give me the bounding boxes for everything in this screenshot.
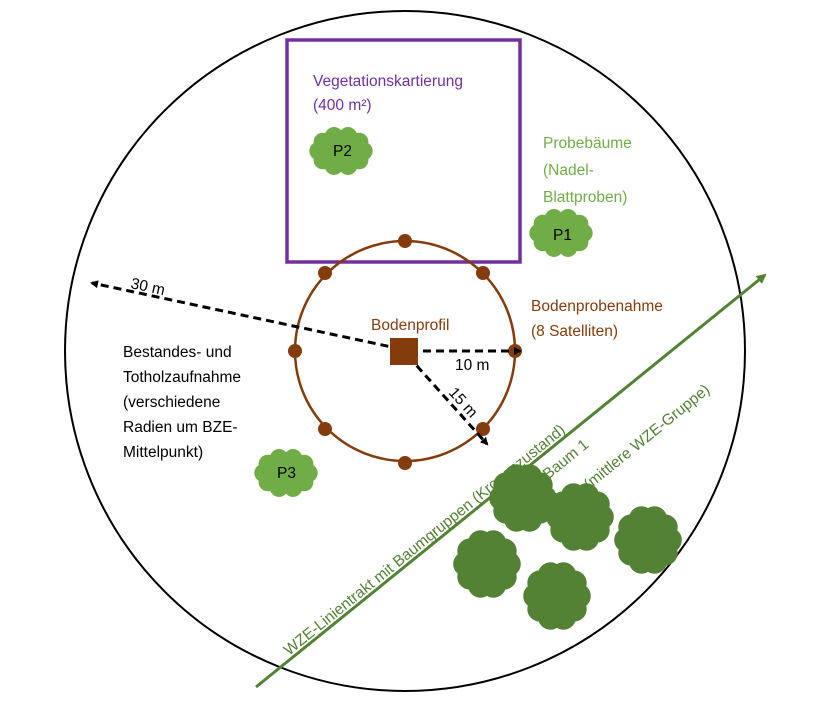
- wze-gruppe-label: (mittlere WZE-Gruppe): [581, 381, 714, 493]
- bestand-label-line5: Mittelpunkt): [123, 444, 203, 461]
- bodenprofil-label: Bodenprofil: [371, 317, 449, 334]
- soil-satellites: [288, 234, 522, 470]
- soil-satellite-icon: [318, 422, 332, 436]
- soil-profile-icon: [390, 338, 418, 365]
- bestand-label-line4: Radien um BZE-: [123, 419, 238, 436]
- vegetation-square: [285, 38, 522, 264]
- soil-satellite-icon: [398, 456, 412, 470]
- tree-crown-icon: [529, 209, 593, 257]
- vegetation-label-line1: Vegetationskartierung: [313, 73, 463, 90]
- tree-crown-icon: [546, 483, 614, 551]
- outer-plot-circle: [64, 10, 746, 692]
- radius-30m-arrow: [90, 280, 402, 351]
- tree-crown-icon: [523, 562, 591, 630]
- radius-15m-arrow: [406, 354, 489, 446]
- bestand-label-line2: Totholzaufnahme: [123, 369, 241, 386]
- soil-satellite-icon: [476, 422, 490, 436]
- tree-crown-icon: [309, 127, 373, 175]
- wze-transect-label: WZE-Linientrakt mit Baumgruppen (Kronenz…: [281, 421, 569, 659]
- tree-crown-icon: [453, 530, 521, 598]
- probebaeume-label-line1: Probebäume: [543, 135, 632, 152]
- bodenprobe-label-line2: (8 Satelliten): [531, 323, 618, 340]
- soil-satellite-icon: [476, 266, 490, 280]
- radius-30m-label: 30 m: [129, 275, 166, 299]
- probebaeume-label-line2: (Nadel-: [543, 162, 594, 179]
- bestand-label-line1: Bestandes- und: [123, 344, 232, 361]
- tree-crown-icon: [254, 449, 318, 497]
- tree-p2-label: P2: [333, 143, 352, 160]
- tree-crown-icon: [489, 464, 557, 532]
- bestand-label-line3: (verschiedene: [123, 394, 220, 411]
- soil-satellite-icon: [318, 266, 332, 280]
- bodenprobe-label-line1: Bodenprobenahme: [531, 298, 663, 315]
- tree-crown-icon: [614, 506, 682, 574]
- radius-10m-label: 10 m: [455, 357, 489, 374]
- soil-satellite-icon: [288, 344, 302, 358]
- tree-p3-label: P3: [277, 465, 296, 482]
- tree-p1-label: P1: [553, 227, 572, 244]
- probebaeume-label-line3: Blattproben): [543, 189, 627, 206]
- soil-satellite-icon: [398, 234, 412, 248]
- vegetation-label-line2: (400 m²): [313, 97, 372, 114]
